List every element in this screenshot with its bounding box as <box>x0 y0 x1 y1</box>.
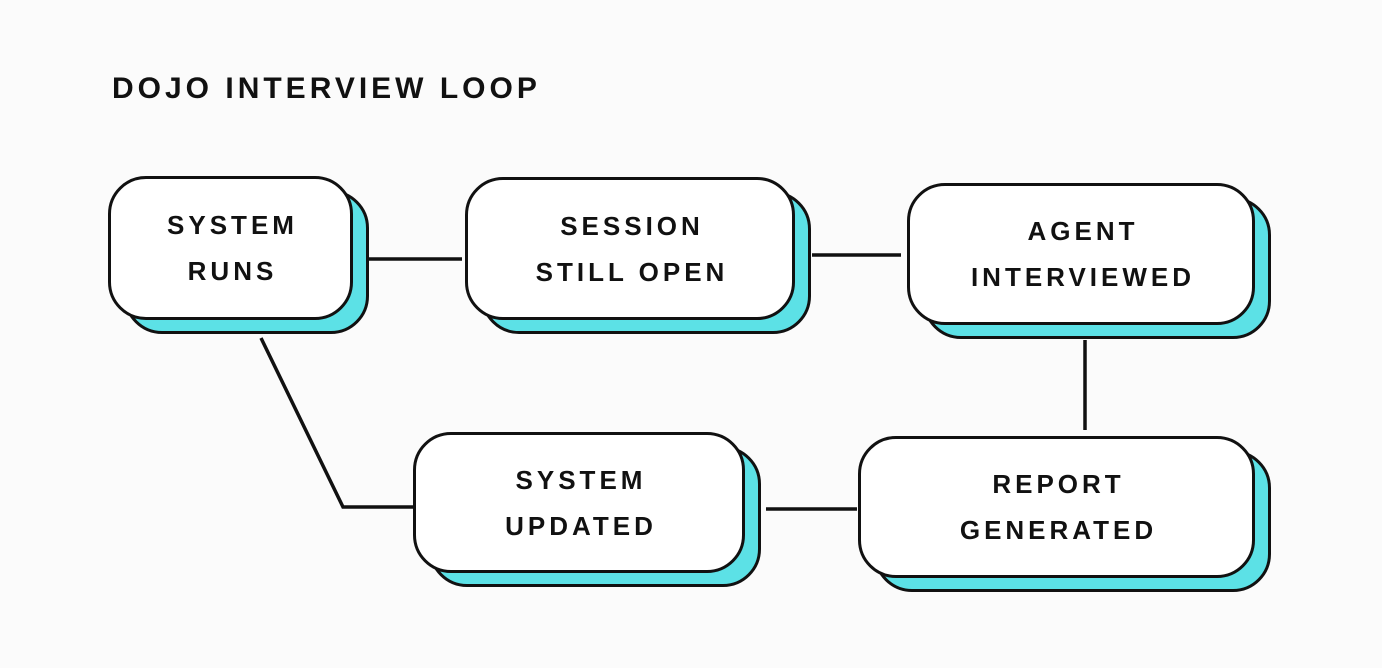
node-label-line1: SESSION <box>560 210 704 241</box>
node-label-line2: UPDATED <box>505 510 657 541</box>
node-face: SESSION STILL OPEN <box>465 177 795 320</box>
node-system-updated: SYSTEM UPDATED <box>413 432 761 587</box>
node-face: SYSTEM UPDATED <box>413 432 745 573</box>
node-label-line1: AGENT <box>1027 216 1139 246</box>
node-label-line1: SYSTEM <box>515 464 647 495</box>
node-report-generated: REPORT GENERATED <box>858 436 1271 592</box>
arrow-system-updated-to-system-runs <box>259 337 413 509</box>
node-face: REPORT GENERATED <box>858 436 1255 578</box>
diagram-title: DOJO INTERVIEW LOOP <box>112 72 541 105</box>
node-face: SYSTEM RUNS <box>108 176 353 320</box>
node-label-line2: INTERVIEWED <box>970 262 1196 292</box>
node-label-line2: GENERATED <box>959 515 1158 545</box>
node-session-still-open: SESSION STILL OPEN <box>465 177 811 334</box>
node-face: AGENT INTERVIEWED <box>907 183 1255 325</box>
node-label-line1: REPORT <box>992 469 1125 499</box>
node-label-line2: RUNS <box>187 256 278 286</box>
node-label-line1: SYSTEM <box>167 210 298 240</box>
node-agent-interviewed: AGENT INTERVIEWED <box>907 183 1271 339</box>
node-label-line2: STILL OPEN <box>535 256 729 287</box>
node-system-runs: SYSTEM RUNS <box>108 176 369 334</box>
